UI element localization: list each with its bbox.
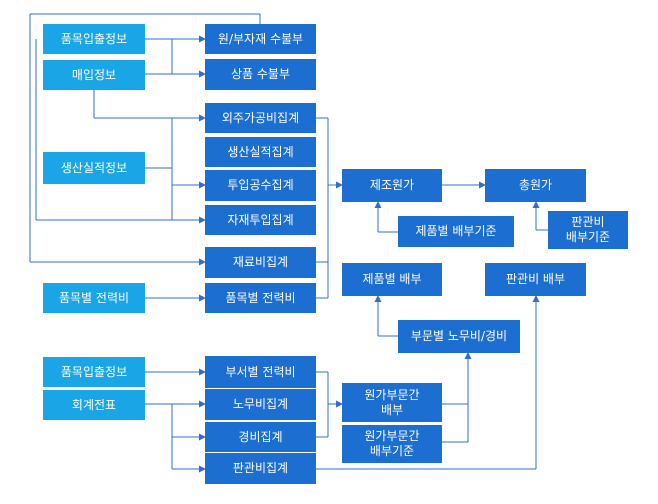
total-cost-box: 총원가 — [485, 169, 586, 202]
item-power-cost-sum-box: 품목별 전력비 — [205, 283, 316, 313]
dept-power-cost-box: 부서별 전력비 — [205, 356, 316, 388]
inter-dept-allocation-box: 원가부문간 배부 — [342, 383, 442, 422]
item-power-cost-input-box: 품목별 전력비 — [43, 283, 145, 313]
product-allocation-basis-box: 제품별 배부기준 — [398, 216, 514, 247]
input-man-hour-sum-box: 투입공수집계 — [205, 170, 316, 201]
item-io-info-box: 품목입출정보 — [43, 24, 145, 54]
purchase-info-box: 매입정보 — [43, 60, 145, 90]
goods-ledger-box: 상품 수불부 — [205, 59, 316, 90]
expense-sum-box: 경비집계 — [205, 422, 316, 452]
raw-material-ledger-box: 원/부자재 수불부 — [205, 24, 316, 54]
manufacturing-cost-box: 제조원가 — [342, 169, 442, 202]
production-actual-info-box: 생산실적정보 — [43, 152, 145, 184]
production-actual-sum-box: 생산실적집계 — [205, 137, 316, 167]
accounting-slip-box: 회계전표 — [43, 390, 145, 420]
labor-cost-sum-box: 노무비집계 — [205, 389, 316, 420]
item-io-info-box-2: 품목입출정보 — [43, 357, 145, 387]
dept-labor-expense-box: 부문별 노무비/경비 — [398, 320, 520, 353]
outsourcing-cost-sum-box: 외주가공비집계 — [205, 103, 316, 133]
sga-sum-box: 판관비집계 — [205, 453, 316, 484]
sga-allocation-basis-box: 판관비 배부기준 — [548, 211, 628, 249]
product-allocation-box: 제품별 배부 — [342, 263, 442, 296]
inter-dept-allocation-basis-box: 원가부문간 배부기준 — [342, 425, 442, 463]
material-cost-sum-box: 재료비집계 — [205, 247, 316, 278]
material-input-sum-box: 자재투입집계 — [205, 205, 316, 235]
sga-allocation-box: 판관비 배부 — [485, 263, 586, 296]
